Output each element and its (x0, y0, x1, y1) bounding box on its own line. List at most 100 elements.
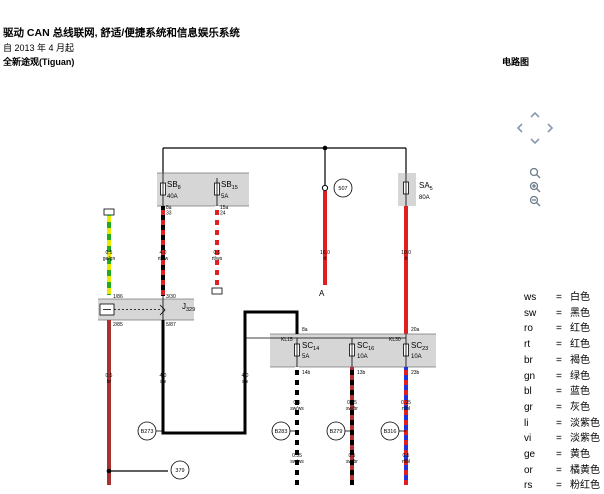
legend-row-vi: vi=淡紫色 (524, 431, 600, 447)
fuse-sb15-rating: 5A (221, 194, 228, 200)
zoom-reset-icon[interactable] (529, 181, 541, 193)
wire-label-gauge: 4.0 (242, 373, 249, 379)
node-379-label: 379 (175, 468, 184, 474)
legend-color-name: 红色 (570, 339, 590, 351)
wire-rt-10 (404, 206, 408, 334)
zoom-out-icon[interactable] (529, 195, 541, 207)
node-507-label: 507 (338, 186, 347, 192)
connector-b283-label: B283 (275, 429, 288, 435)
wire-rt-sw (161, 206, 165, 296)
pan-right-icon[interactable] (547, 123, 554, 133)
legend-equals: = (556, 339, 562, 351)
wire-label-gauge: 0.35 (292, 453, 302, 459)
legend-row-rt: rt = 红色 (524, 337, 600, 353)
junction-379 (106, 468, 112, 474)
connector-b316-label: B316 (384, 429, 397, 435)
fuse-sc14-rating: 5A (302, 354, 309, 360)
validity-date: 自 2013 年 4 月起 (3, 43, 75, 53)
fuse-sb8-pin-b: 33 (166, 211, 172, 217)
wire-br (107, 320, 111, 485)
wire-label-color: ge/gn (103, 256, 116, 262)
wire-label-color: rt/sw (158, 256, 169, 262)
wire-sw-br (350, 367, 354, 485)
fuse-box-2 (245, 333, 436, 368)
wire-label-gauge: 0.75 (347, 400, 357, 406)
legend-row-sw: sw=黑色 (524, 306, 600, 322)
ground-stub (211, 287, 223, 295)
fuse-sc23-label: SC23 (411, 341, 428, 352)
fuse-sc14-label: SC14 (302, 341, 319, 352)
fuse-box-1 (157, 172, 249, 207)
legend-code: sw (524, 307, 537, 319)
wire-label-gauge: 10.0 (401, 250, 411, 256)
wire-rt-ws (215, 206, 219, 286)
pan-control (516, 111, 554, 145)
box2-pin-bottom: 23b (411, 370, 420, 376)
legend-equals: = (556, 449, 562, 461)
wire-label-color: rt/bl (402, 406, 410, 412)
wire-label-color: rt (404, 256, 408, 262)
wire-label-color: rt/bl (402, 459, 410, 465)
wire-label-color: rt (323, 256, 327, 262)
fuse-sa5-rating: 80A (419, 195, 430, 201)
legend-row-ge: ge=黄色 (524, 447, 600, 463)
wire-label-gauge: 0.5 (106, 250, 113, 256)
legend-code: bl (524, 386, 532, 398)
wire-ge-gn (107, 215, 111, 295)
pan-up-icon[interactable] (530, 111, 540, 118)
fuse-sb8-pin-a: 8a (166, 205, 172, 211)
pan-left-icon[interactable] (516, 123, 523, 133)
legend-code: ro (524, 323, 533, 335)
ground-label: A (319, 289, 325, 298)
wire-label-gauge: 0.5 (294, 400, 301, 406)
legend-equals: = (556, 480, 562, 492)
legend-equals: = (556, 433, 562, 445)
node-379-circle (170, 460, 190, 480)
legend-code: br (524, 354, 533, 366)
vehicle-model: 全新途观(Tiguan) (3, 57, 75, 67)
wire-label-gauge: 16.0 (320, 250, 330, 256)
legend-color-name: 红色 (570, 323, 590, 335)
legend-code: rt (524, 339, 531, 351)
fuse-sc16-rating: 10A (357, 354, 368, 360)
pan-down-icon[interactable] (530, 138, 540, 145)
wire-label-color: sw/ws (290, 459, 304, 465)
wire-sw-return (161, 320, 247, 435)
relay-pin: 3/30 (166, 294, 176, 300)
wire-label-color: sw (242, 379, 249, 385)
fuse-sa5-box (398, 173, 416, 206)
legend-code: rs (524, 480, 533, 492)
box2-pin-top: 20a (411, 327, 420, 333)
fuse-sb15-label: SB15 (221, 180, 238, 191)
fuse-sb8-rating: 40A (167, 194, 178, 200)
legend-equals: = (556, 354, 562, 366)
box2-kl30: KL30 (389, 337, 401, 343)
legend-color-name: 褐色 (570, 354, 590, 366)
wire-rt-bl (404, 367, 408, 485)
fuse-sa5-label: SA5 (419, 181, 433, 192)
legend-code: ws (524, 292, 537, 303)
wire-label-color: sw/br (346, 459, 358, 465)
legend-row-or: or=橘黄色 (524, 463, 600, 479)
legend-color-name: 白色 (570, 292, 590, 303)
relay-pin: 5/87 (166, 322, 176, 328)
legend-color-name: 绿色 (570, 370, 590, 382)
wire-sw-feed (243, 310, 299, 430)
connector-b316 (380, 421, 406, 441)
legend-row-gn: gn=绿色 (524, 369, 600, 385)
legend-code: ge (524, 449, 536, 461)
zoom-in-icon[interactable] (529, 167, 541, 179)
legend-code: vi (524, 433, 532, 445)
wire-rt-16 (323, 191, 327, 285)
relay-j329-label: J329 (182, 302, 195, 313)
wire-label-gauge: 4.0 (160, 373, 167, 379)
legend-code: gr (524, 401, 533, 413)
node-507-pin (321, 184, 329, 192)
wire-label-gauge: 0.5 (214, 250, 221, 256)
wire-label-gauge: 0.35 (401, 400, 411, 406)
relay-pin: 1/86 (113, 294, 123, 300)
wire-label-gauge: 0.5 (349, 453, 356, 459)
legend-color-name: 淡紫色 (570, 417, 600, 429)
legend-row-li: li=淡紫色 (524, 416, 600, 432)
